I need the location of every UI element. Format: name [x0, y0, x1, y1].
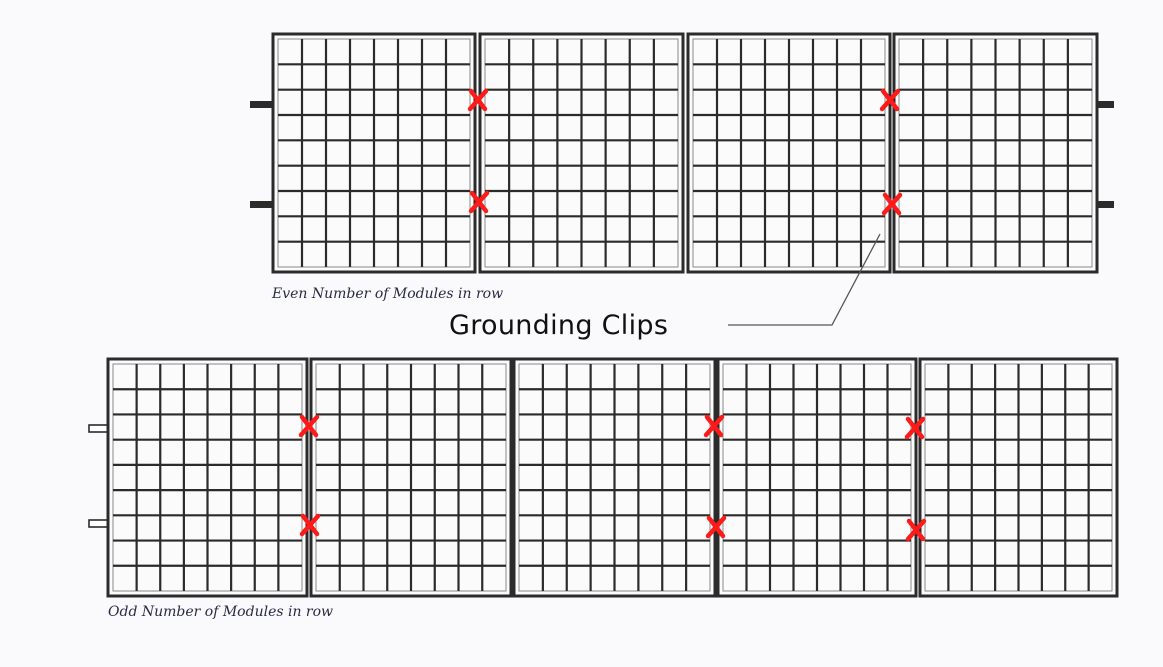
grounding-clip-x-icon: [705, 515, 727, 539]
grounding-clip-x-icon: [905, 518, 927, 542]
odd-module-row: [88, 357, 1119, 598]
solar-module: [716, 357, 918, 598]
grounding-clip-x-icon: [468, 190, 490, 214]
solar-module: [686, 32, 892, 274]
grounding-clip-x-icon: [703, 414, 725, 438]
even-row-caption: Even Number of Modules in row: [272, 286, 504, 302]
mounting-rail-stub: [250, 201, 274, 208]
grounding-clip-x-icon: [467, 88, 489, 112]
grounding-clip-x-icon: [299, 513, 321, 537]
grounding-clip-x-icon: [879, 88, 901, 112]
grounding-clip-x-icon: [298, 414, 320, 438]
mounting-rail-stub: [1097, 101, 1114, 108]
solar-module: [478, 32, 685, 274]
grounding-clip-x-icon: [904, 416, 926, 440]
grounding-clip-x-icon: [881, 192, 903, 216]
odd-row-caption: Odd Number of Modules in row: [108, 604, 334, 620]
solar-module: [271, 32, 477, 274]
solar-module: [309, 357, 513, 598]
solar-module: [512, 357, 717, 598]
mounting-rail-stub: [88, 519, 109, 528]
solar-module: [918, 357, 1119, 598]
solar-module: [892, 32, 1099, 274]
mounting-rail-stub: [88, 424, 109, 433]
callout-leader-line: [728, 233, 881, 326]
grounding-clips-callout: Grounding Clips: [449, 310, 669, 341]
even-module-row: [250, 32, 1114, 274]
mounting-rail-stub: [1097, 201, 1114, 208]
mounting-rail-stub: [250, 101, 274, 108]
solar-module: [106, 357, 309, 598]
